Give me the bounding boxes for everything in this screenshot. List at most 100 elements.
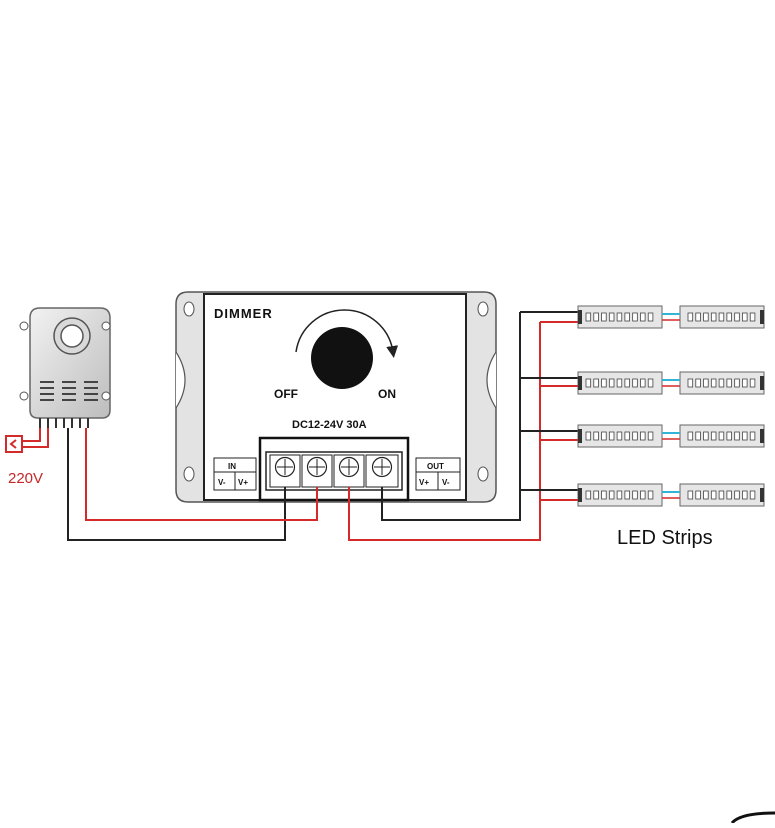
- led-chip: [616, 490, 623, 500]
- screw-terminal-icon: [269, 454, 301, 488]
- fan-icon: [53, 317, 91, 355]
- led-strip-row: [577, 424, 765, 448]
- led-strip-row: [577, 483, 765, 507]
- output-pins: [39, 418, 89, 428]
- led-chip: [718, 312, 725, 322]
- led-chip: [601, 490, 607, 500]
- rotation-arrow-icon: [295, 309, 399, 358]
- led-chip: [593, 431, 599, 441]
- led-strip-segment: [577, 483, 663, 507]
- rating-label: DC12-24V 30A: [292, 419, 367, 431]
- led-chip: [718, 378, 725, 388]
- led-strip-row: [577, 371, 765, 395]
- led-chip: [608, 490, 615, 500]
- screw-terminal-icon: [333, 454, 365, 488]
- led-chip: [742, 378, 748, 388]
- power-supply: [19, 307, 111, 428]
- led-strips-caption: LED Strips: [617, 527, 713, 549]
- wire-red: [85, 428, 318, 521]
- led-chip: [640, 490, 646, 500]
- led-chip: [742, 431, 748, 441]
- led-strip-segment: [577, 305, 663, 329]
- led-chip: [710, 378, 717, 388]
- led-chip: [726, 378, 732, 388]
- led-chip: [742, 490, 748, 500]
- led-chip: [640, 431, 646, 441]
- wire-black: [67, 428, 286, 541]
- led-chip: [749, 490, 756, 500]
- voltage-label: 220V: [8, 470, 43, 487]
- led-strip-segment: [679, 483, 765, 507]
- led-chip: [585, 378, 592, 388]
- led-chip: [742, 312, 748, 322]
- led-strip-segment: [679, 305, 765, 329]
- led-chip: [585, 431, 592, 441]
- led-chip: [695, 378, 701, 388]
- led-chip: [608, 312, 615, 322]
- led-chip: [601, 431, 607, 441]
- led-strip-segment: [679, 371, 765, 395]
- led-chip: [640, 378, 646, 388]
- wires: [67, 311, 580, 541]
- led-chip: [632, 431, 638, 441]
- in-label: IN: [228, 462, 236, 471]
- led-chip: [695, 490, 701, 500]
- led-chip: [601, 378, 607, 388]
- led-chip: [687, 490, 694, 500]
- led-chip: [695, 312, 701, 322]
- led-chip: [718, 490, 725, 500]
- in-terminal-label: V+: [238, 478, 248, 487]
- led-strips: [577, 305, 765, 507]
- in-label-box: IN V- V+: [213, 457, 257, 491]
- on-label: ON: [378, 387, 396, 401]
- led-chip: [647, 431, 654, 441]
- corner-fragment: [730, 811, 775, 825]
- led-chip: [687, 378, 694, 388]
- led-chip: [710, 490, 717, 500]
- led-chip: [632, 312, 638, 322]
- led-chip: [734, 312, 740, 322]
- led-chip: [749, 378, 756, 388]
- led-chip: [703, 490, 709, 500]
- led-chip: [734, 431, 740, 441]
- knob-icon[interactable]: [311, 327, 373, 389]
- led-chip: [710, 312, 717, 322]
- led-chip: [601, 312, 607, 322]
- led-chip: [632, 490, 638, 500]
- led-chip: [616, 312, 623, 322]
- off-label: OFF: [274, 387, 298, 401]
- led-chip: [640, 312, 646, 322]
- dimmer-title: DIMMER: [214, 306, 273, 321]
- out-terminal-label: V+: [419, 478, 429, 487]
- out-terminal-label: V-: [442, 478, 450, 487]
- ac-input: 220V: [5, 428, 49, 487]
- led-chip: [616, 378, 623, 388]
- led-strip-segment: [679, 424, 765, 448]
- led-chip: [734, 378, 740, 388]
- led-chip: [624, 490, 630, 500]
- led-strip-row: [577, 305, 765, 329]
- led-chip: [695, 431, 701, 441]
- led-chip: [687, 312, 694, 322]
- out-label-box: OUT V+ V-: [415, 457, 461, 491]
- led-chip: [593, 378, 599, 388]
- led-chip: [703, 312, 709, 322]
- led-chip: [616, 431, 623, 441]
- led-chip: [585, 312, 592, 322]
- led-chip: [726, 312, 732, 322]
- plug-icon: [5, 435, 23, 453]
- led-chip: [718, 431, 725, 441]
- led-chip: [726, 431, 732, 441]
- led-chip: [632, 378, 638, 388]
- dimmer-unit: DIMMER OFF ON DC12-24V 30A: [175, 291, 497, 503]
- led-chip: [687, 431, 694, 441]
- led-strip-segment: [577, 424, 663, 448]
- in-terminal-label: V-: [218, 478, 226, 487]
- led-chip: [749, 431, 756, 441]
- led-chip: [647, 490, 654, 500]
- led-chip: [608, 378, 615, 388]
- led-chip: [726, 490, 732, 500]
- led-chip: [624, 378, 630, 388]
